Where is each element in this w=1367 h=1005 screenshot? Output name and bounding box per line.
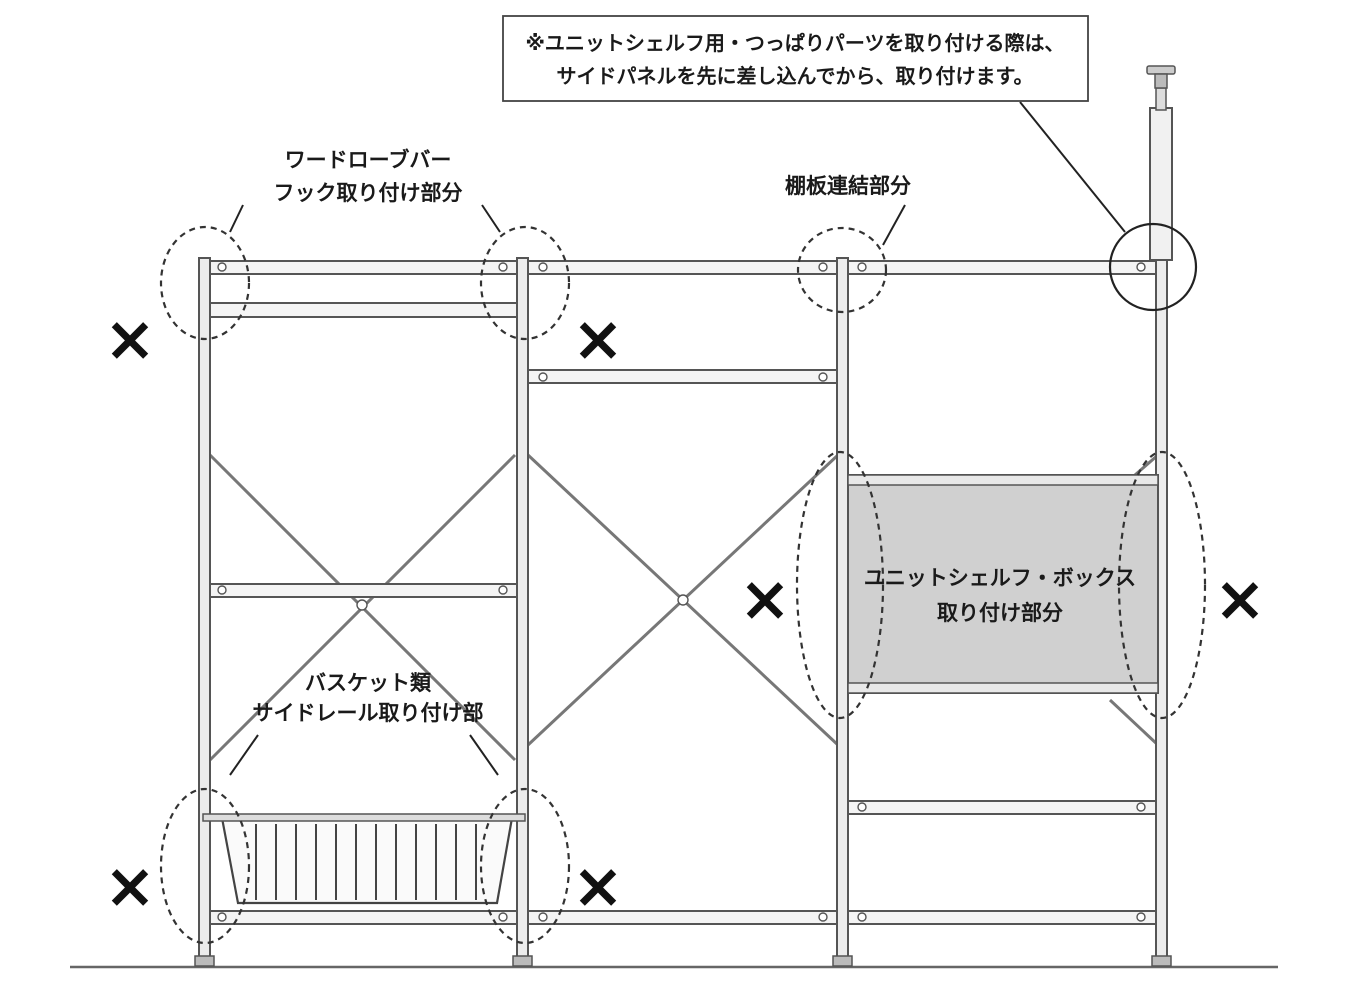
foot-4 [1151, 955, 1172, 967]
box-panel [847, 474, 1159, 694]
top-beam [204, 260, 1166, 275]
leader-basket-left [229, 734, 259, 776]
wardrobe-label-line-1: ワードローブバー [285, 148, 452, 172]
unit-shelf-box [847, 474, 1159, 694]
bolt [217, 585, 227, 595]
foot-3 [832, 955, 853, 967]
bolt [217, 262, 227, 272]
note-box [502, 15, 1089, 102]
brace-pivot-mid [677, 594, 689, 606]
box-label-line-1: ユニットシェルフ・ボックス [864, 566, 1136, 590]
cross-braces [208, 453, 1160, 762]
bolt [538, 372, 548, 382]
bolt [818, 372, 828, 382]
basket-label-line-2: サイドレール取り付け部 [253, 701, 484, 725]
leader-basket-right [469, 734, 499, 776]
region-shelf-joint [796, 226, 888, 314]
bolt [857, 802, 867, 812]
bolt [538, 262, 548, 272]
bolt [498, 262, 508, 272]
beam-left-middle [207, 583, 519, 598]
wardrobe-bar [207, 302, 524, 318]
region-tension-pole [1108, 222, 1198, 312]
tension-pole-sleeve [1149, 107, 1173, 261]
wardrobe-label-line-2: フック取り付け部分 [274, 181, 463, 205]
basket-label-line-1: バスケット類 [305, 671, 432, 695]
foot-2 [512, 955, 533, 967]
tension-pole-cap [1146, 65, 1176, 75]
x-mark: × [572, 302, 624, 375]
x-mark: × [739, 562, 791, 635]
region-wardrobe-left [159, 225, 251, 341]
note-line-1: ※ユニットシェルフ用・つっぱりパーツを取り付ける際は、 [525, 31, 1064, 55]
x-mark: × [104, 849, 156, 922]
region-basket-left [159, 787, 251, 945]
bolt [1136, 262, 1146, 272]
post-3 [836, 257, 849, 959]
region-box-left [795, 450, 885, 720]
bolt [857, 262, 867, 272]
leader-wardrobe-left [229, 204, 244, 233]
basket-side-rail [202, 813, 526, 822]
post-1 [198, 257, 211, 959]
bolt [818, 262, 828, 272]
tension-pole [1146, 65, 1176, 261]
brace-pivot-left [356, 599, 368, 611]
bolt [498, 585, 508, 595]
x-mark: × [104, 302, 156, 375]
tension-pole-screw [1155, 87, 1167, 111]
box-top-edge [847, 474, 1159, 486]
shelf-joint-label: 棚板連結部分 [785, 174, 911, 198]
bolt [1136, 912, 1146, 922]
box-label-line-2: 取り付け部分 [937, 601, 1063, 625]
bottom-beam [204, 910, 1166, 925]
basket-wires [255, 824, 477, 900]
leader-wardrobe-right [481, 204, 501, 233]
highlight-regions [159, 222, 1207, 945]
region-basket-right [479, 787, 571, 945]
basket [202, 813, 526, 905]
tension-pole-joint [1154, 73, 1168, 89]
bolt [857, 912, 867, 922]
leader-note [1019, 101, 1126, 233]
basket-frame [220, 816, 514, 905]
box-bottom-edge [847, 682, 1159, 694]
leader-shelf-joint [882, 204, 906, 246]
x-marks: × × × × × × [104, 302, 1266, 922]
leader-lines [229, 101, 1126, 776]
bolt [1136, 802, 1146, 812]
brace-right-stub [1108, 698, 1160, 747]
bolt [538, 912, 548, 922]
beams [204, 260, 1166, 925]
region-wardrobe-right [479, 225, 571, 341]
bolt [818, 912, 828, 922]
note-line-2: サイドパネルを先に差し込んでから、取り付けます。 [557, 64, 1034, 88]
region-box-right [1117, 450, 1207, 720]
post-2 [516, 257, 529, 959]
foot-1 [194, 955, 215, 967]
beam-bolts [217, 262, 1146, 922]
bolt [217, 912, 227, 922]
bolt [498, 912, 508, 922]
beam-right-lower [847, 800, 1161, 815]
x-mark: × [1214, 562, 1266, 635]
x-mark: × [572, 849, 624, 922]
